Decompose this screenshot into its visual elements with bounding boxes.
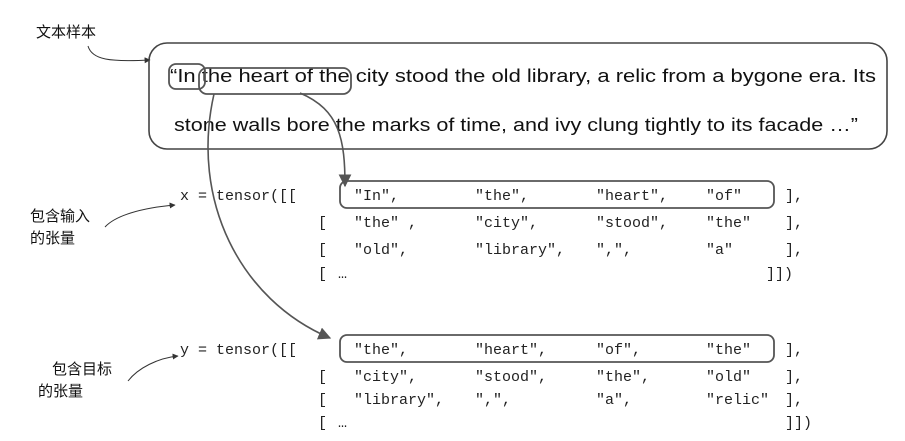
x-token-1-0: "the" , [354,215,417,232]
y-token-2-1: ",", [475,392,511,409]
x-token-0-1: "the", [475,188,529,205]
x-token-2-1: "library", [475,242,565,259]
y-row-1-open: [ [318,369,327,386]
x-token-2-0: "old", [354,242,408,259]
y-token-0-3: "the" [706,342,751,359]
x-first-row-highlight [339,180,775,209]
y-row-0-close: ], [785,342,803,359]
arrow-sample-to-y [207,93,332,340]
y-row-2-close: ], [785,392,803,409]
y-token-1-3: "old" [706,369,751,386]
x-row-2-close: ], [785,242,803,259]
y-token-0-0: "the", [354,342,408,359]
x-token-2-3: "a" [706,242,733,259]
y-token-3-0: … [338,415,347,432]
y-tensor-prefix: y = tensor([[ [180,342,297,359]
x-token-1-3: "the" [706,215,751,232]
x-row-1-open: [ [318,215,327,232]
label-text-sample: 文本样本 [36,23,96,41]
y-token-1-2: "the", [596,369,650,386]
label-input-line-2: 的张量 [30,229,75,247]
x-token-2-2: ",", [596,242,632,259]
x-row-3-open: [ [318,266,327,283]
y-row-1-close: ], [785,369,803,386]
y-row-3-close: ]]) [785,415,812,432]
label-target-line-1: 包含目标 [52,360,112,378]
x-token-3-0: … [338,266,347,283]
pointer-sample-arrow [87,45,151,64]
x-token-0-2: "heart", [596,188,668,205]
x-row-2-open: [ [318,242,327,259]
x-tensor-prefix: x = tensor([[ [180,188,297,205]
y-token-0-1: "heart", [475,342,547,359]
y-token-1-1: "stood", [475,369,547,386]
sample-line-2: stone walls bore the marks of time, and … [174,115,858,135]
x-token-0-3: "of" [706,188,742,205]
x-row-1-close: ], [785,215,803,232]
y-token-0-2: "of", [596,342,641,359]
label-target-line-2: 的张量 [38,382,83,400]
x-token-0-0: "In", [354,188,399,205]
highlight-input-window [168,63,206,90]
label-input-line-1: 包含输入 [30,207,90,225]
y-token-2-2: "a", [596,392,632,409]
x-token-1-2: "stood", [596,215,668,232]
y-token-1-0: "city", [354,369,417,386]
x-row-3-close: ]]) [766,266,793,283]
y-tensor-block: y = tensor([[ "the", "heart", "of", "the… [180,334,812,432]
y-token-2-0: "library", [354,392,444,409]
y-row-2-open: [ [318,392,327,409]
x-tensor-block: x = tensor([[ "In", "the", "heart", "of"… [180,180,803,283]
sample-line-1: “In the heart of the city stood the old … [170,66,876,86]
x-token-1-1: "city", [475,215,538,232]
pointer-input-arrow [104,202,176,228]
arrow-sample-to-x [299,92,352,188]
x-row-0-close: ], [785,188,803,205]
y-row-3-open: [ [318,415,327,432]
y-token-2-3: "relic" [706,392,769,409]
sample-text-box [148,42,888,150]
y-first-row-highlight [339,334,775,363]
highlight-target-window [198,67,352,95]
pointer-target-arrow [127,353,179,382]
